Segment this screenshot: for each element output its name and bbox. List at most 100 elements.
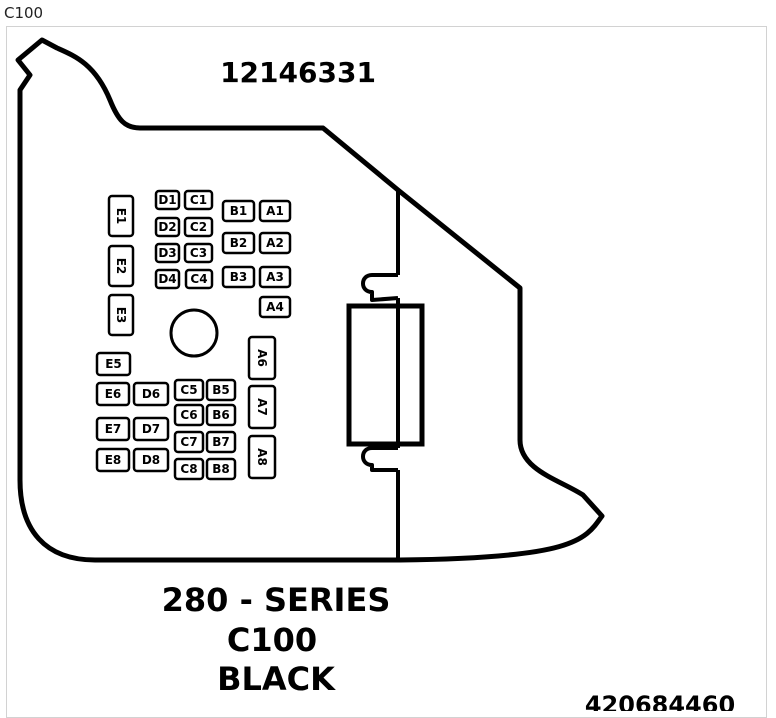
pin-d2-cavity [154, 216, 181, 238]
pin-c5-label: C5 [180, 383, 197, 397]
pin-e3-cavity [107, 293, 135, 337]
pin-d7-label: D7 [142, 422, 160, 436]
pin-c8: C8 [173, 457, 205, 481]
pin-e6-cavity [95, 381, 131, 407]
pin-c2-cavity [183, 216, 214, 238]
pin-d4-cavity [154, 268, 181, 290]
pin-d4-label: D4 [158, 272, 176, 286]
pin-b2: B2 [221, 231, 256, 255]
pin-a8: A8 [247, 434, 277, 480]
pin-c2-label: C2 [190, 220, 207, 234]
pin-c5: C5 [173, 378, 205, 402]
pin-b8-cavity [205, 457, 237, 481]
pin-a8-cavity [247, 434, 277, 480]
pin-c6: C6 [173, 403, 205, 427]
pin-c8-cavity [173, 457, 205, 481]
pin-a2-label: A2 [266, 236, 284, 250]
pin-b8-label: B8 [212, 462, 230, 476]
pin-d1: D1 [154, 189, 181, 211]
pin-d4: D4 [154, 268, 181, 290]
pin-b3-cavity [221, 265, 256, 289]
lower-latch [361, 446, 398, 472]
pin-e6: E6 [95, 381, 131, 407]
pin-b5-cavity [205, 378, 237, 402]
pin-b1-cavity [221, 199, 256, 223]
pin-c7-cavity [173, 430, 205, 454]
pin-e3-label: E3 [114, 307, 128, 324]
pin-d8-cavity [132, 447, 170, 473]
pin-d6-cavity [132, 381, 170, 407]
pin-b7-label: B7 [212, 435, 230, 449]
pin-d3-label: D3 [158, 246, 176, 260]
pin-c1: C1 [183, 189, 214, 211]
pin-e5-label: E5 [105, 357, 122, 371]
pin-a1-cavity [258, 199, 292, 223]
pin-c3-label: C3 [190, 246, 207, 260]
pin-d6: D6 [132, 381, 170, 407]
pin-b6-label: B6 [212, 408, 230, 422]
pin-d3: D3 [154, 242, 181, 264]
pin-e6-label: E6 [105, 387, 122, 401]
keying-circle [169, 308, 219, 358]
pin-e1: E1 [107, 194, 135, 238]
pin-e3: E3 [107, 293, 135, 337]
color-label: BLACK [217, 660, 336, 698]
pin-e8-cavity [95, 447, 131, 473]
pin-d8-label: D8 [142, 453, 160, 467]
pin-a4: A4 [258, 295, 292, 319]
part-number: 12146331 [220, 56, 376, 89]
pin-d3-cavity [154, 242, 181, 264]
pin-e5-cavity [95, 351, 132, 377]
pin-b6: B6 [205, 403, 237, 427]
pin-e7-cavity [95, 416, 131, 442]
pin-c3: C3 [183, 242, 214, 264]
pin-b8: B8 [205, 457, 237, 481]
pin-e8: E8 [95, 447, 131, 473]
connector-outline [15, 37, 605, 563]
connector-label: C100 [227, 621, 317, 659]
pin-c4-label: C4 [190, 272, 207, 286]
pin-a6-cavity [247, 335, 277, 381]
pin-a6-label: A6 [255, 349, 269, 367]
pin-d7-cavity [132, 416, 170, 442]
pin-a3-cavity [258, 265, 292, 289]
pin-b2-label: B2 [230, 236, 248, 250]
series-label: 280 - SERIES [162, 581, 391, 619]
diagram-frame [6, 26, 767, 718]
pin-d2: D2 [154, 216, 181, 238]
pin-d1-label: D1 [158, 193, 176, 207]
pin-c1-cavity [183, 189, 214, 211]
pin-a3-label: A3 [266, 270, 284, 284]
pin-c6-label: C6 [180, 408, 197, 422]
pin-c8-label: C8 [180, 462, 197, 476]
pin-e1-cavity [107, 194, 135, 238]
pin-e5: E5 [95, 351, 132, 377]
upper-latch [361, 273, 399, 302]
pin-a6: A6 [247, 335, 277, 381]
pin-d8: D8 [132, 447, 170, 473]
pin-e2-cavity [107, 244, 135, 288]
pin-c4-cavity [184, 268, 214, 290]
pin-e8-label: E8 [105, 453, 122, 467]
pin-b1: B1 [221, 199, 256, 223]
pin-c6-cavity [173, 403, 205, 427]
pin-b5: B5 [205, 378, 237, 402]
latch-body [346, 303, 425, 447]
pin-a8-label: A8 [255, 448, 269, 466]
pin-b2-cavity [221, 231, 256, 255]
pin-c5-cavity [173, 378, 205, 402]
pin-d2-label: D2 [158, 220, 176, 234]
pin-a2-cavity [258, 231, 292, 255]
pin-c2: C2 [183, 216, 214, 238]
pin-e2: E2 [107, 244, 135, 288]
pin-a7: A7 [247, 384, 277, 430]
pin-d6-label: D6 [142, 387, 160, 401]
pin-b6-cavity [205, 403, 237, 427]
pin-b7: B7 [205, 430, 237, 454]
pin-c3-cavity [183, 242, 214, 264]
pin-d7: D7 [132, 416, 170, 442]
pin-d1-cavity [154, 189, 181, 211]
pin-a3: A3 [258, 265, 292, 289]
